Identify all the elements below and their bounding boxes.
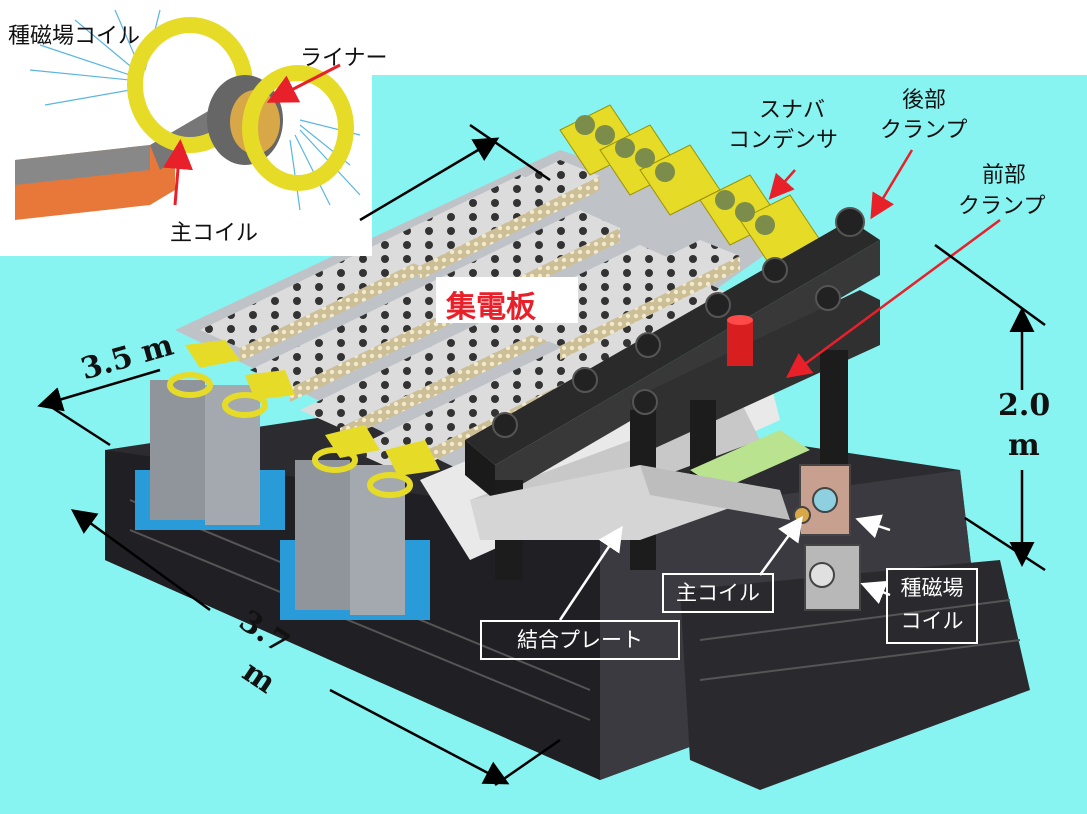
rear-clamp-pointer [870, 149, 914, 220]
rear-clamp-label-line2: クランプ [880, 118, 968, 143]
collector-plate-label-bg [436, 277, 578, 323]
seed-coil-label: 種磁場 コイル [886, 568, 978, 644]
front-clamp-label-line2: クランプ [958, 194, 1046, 219]
main-coil-label: 主コイル [662, 573, 774, 613]
coupling-plate-label: 結合プレート [480, 620, 680, 660]
seed-coil-label-line1: 種磁場 [900, 576, 964, 600]
front-clamp-label-line1: 前部 [982, 163, 1027, 188]
capacitor-bank-icon [135, 340, 440, 620]
snubber-label-line2: コンデンサ [728, 128, 839, 153]
main-coil-pointer [758, 515, 803, 576]
inset-liner-label: ライナー [300, 46, 388, 71]
collector-plate-label: 集電板 [446, 290, 536, 325]
height-dimension-label-line2: m [1008, 428, 1040, 463]
inset-seed-coil-label: 種磁場コイル [8, 24, 141, 49]
snubber-pointer [768, 169, 796, 200]
clamp-frame [465, 207, 880, 580]
liner-pointer [266, 63, 341, 103]
seed-coil-pointer-1 [860, 580, 891, 605]
front-clamp-pointer [785, 218, 1001, 378]
rear-clamp-label-line1: 後部 [902, 88, 947, 113]
inset-main-coil-pointer [163, 139, 193, 206]
coupling-plate [470, 465, 790, 540]
snubber-label-line1: スナバ [758, 98, 825, 123]
seed-coil-pointer-2 [855, 514, 891, 539]
coil-assembly [793, 464, 861, 611]
snubber-capacitors [559, 104, 821, 266]
seed-coil-label-line2: コイル [900, 609, 964, 633]
height-dimension-label-line1: 2.0 [998, 388, 1051, 423]
inset-main-coil-label: 主コイル [170, 221, 259, 246]
dimension-lines [37, 123, 1046, 787]
coupling-plate-pointer [558, 525, 623, 621]
